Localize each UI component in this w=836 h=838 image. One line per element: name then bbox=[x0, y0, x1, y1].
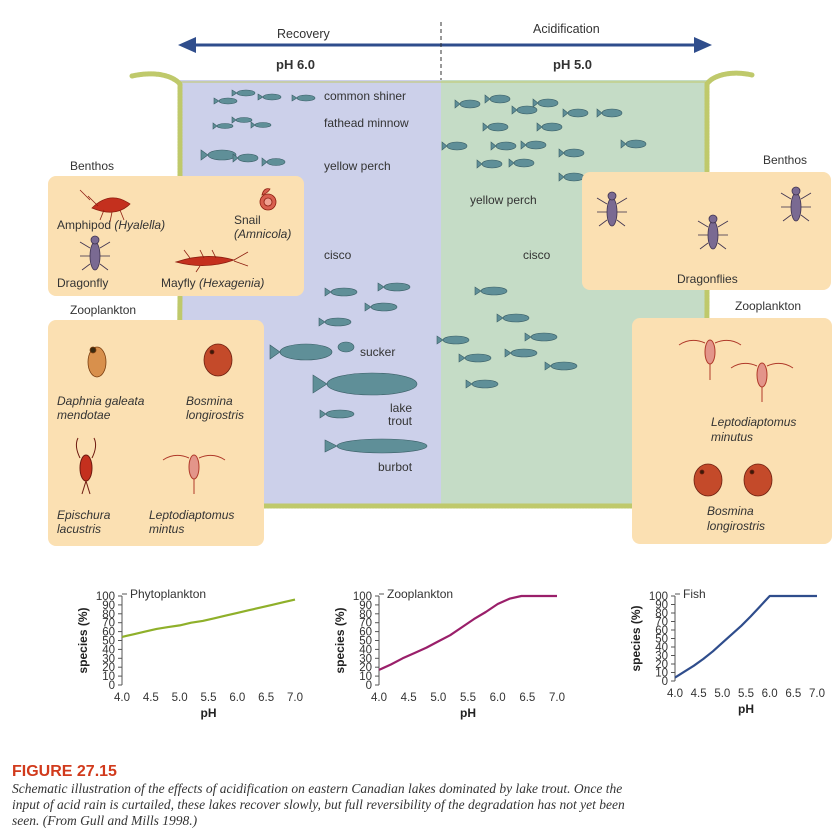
chart-zooplankton-x-tick-label: 5.0 bbox=[430, 692, 446, 704]
chart-fish-y-tick-label: 100 bbox=[649, 591, 668, 603]
chart-phytoplankton-x-axis-label: pH bbox=[201, 706, 217, 720]
chart-phytoplankton-x-tick-label: 4.5 bbox=[143, 692, 159, 704]
chart-fish-x-axis-label: pH bbox=[738, 702, 754, 716]
chart-zooplankton-y-axis-label: species (%) bbox=[333, 607, 347, 673]
chart-fish-series-line bbox=[675, 596, 817, 678]
chart-phytoplankton-y-axis-label: species (%) bbox=[76, 607, 90, 673]
chart-phytoplankton-x-tick-label: 5.0 bbox=[172, 692, 188, 704]
chart-phytoplankton-x-tick-label: 5.5 bbox=[201, 692, 217, 704]
chart-fish-x-tick-label: 6.0 bbox=[762, 688, 778, 700]
chart-zooplankton-x-tick-label: 5.5 bbox=[460, 692, 476, 704]
chart-fish-x-tick-label: 5.5 bbox=[738, 688, 754, 700]
chart-fish-title: Fish bbox=[683, 587, 706, 601]
chart-zooplankton-x-tick-label: 6.5 bbox=[519, 692, 535, 704]
chart-phytoplankton-x-tick-label: 6.0 bbox=[229, 692, 245, 704]
chart-zooplankton-y-tick-label: 100 bbox=[353, 591, 372, 603]
chart-fish-x-tick-label: 6.5 bbox=[785, 688, 801, 700]
chart-zooplankton-x-tick-label: 4.0 bbox=[371, 692, 387, 704]
chart-phytoplankton-x-tick-label: 4.0 bbox=[114, 692, 130, 704]
chart-fish-x-tick-label: 7.0 bbox=[809, 688, 825, 700]
chart-fish-y-axis-label: species (%) bbox=[629, 605, 643, 671]
chart-zooplankton-title: Zooplankton bbox=[387, 587, 453, 601]
chart-zooplankton-x-tick-label: 4.5 bbox=[401, 692, 417, 704]
chart-phytoplankton-series-line bbox=[122, 600, 295, 637]
chart-fish-x-tick-label: 4.5 bbox=[691, 688, 707, 700]
chart-phytoplankton-title: Phytoplankton bbox=[130, 587, 206, 601]
chart-phytoplankton-y-tick-label: 100 bbox=[96, 591, 115, 603]
chart-zooplankton-x-axis-label: pH bbox=[460, 706, 476, 720]
chart-zooplankton-x-tick-label: 7.0 bbox=[549, 692, 565, 704]
figure-caption: Schematic illustration of the effects of… bbox=[12, 781, 652, 829]
figure-title: FIGURE 27.15 bbox=[12, 763, 117, 781]
chart-zooplankton-series-line bbox=[379, 596, 557, 670]
chart-zooplankton-x-tick-label: 6.0 bbox=[490, 692, 506, 704]
chart-fish-x-tick-label: 5.0 bbox=[714, 688, 730, 700]
chart-fish-x-tick-label: 4.0 bbox=[667, 688, 683, 700]
chart-phytoplankton-x-tick-label: 6.5 bbox=[258, 692, 274, 704]
chart-phytoplankton-x-tick-label: 7.0 bbox=[287, 692, 303, 704]
